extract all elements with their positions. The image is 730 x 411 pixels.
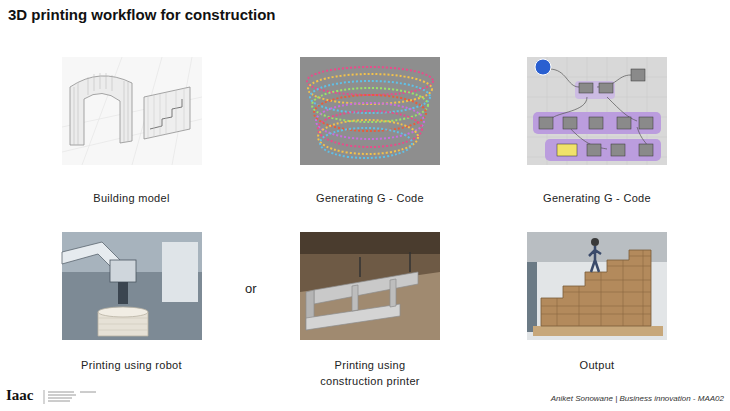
workflow-step: Building model [52, 57, 212, 206]
workflow-step: Printing using robot [52, 232, 212, 373]
grasshopper-image [527, 57, 667, 165]
image-ground [527, 57, 667, 165]
image-ground [300, 232, 440, 340]
step-caption: Printing using robot [52, 357, 212, 373]
image-ground [300, 57, 440, 165]
image-ground [62, 57, 202, 165]
workflow-step: Generating G - Code [290, 57, 450, 206]
component [631, 69, 645, 81]
slide-title: 3D printing workflow for construction [8, 6, 276, 23]
component [599, 83, 613, 93]
group-highlight [545, 139, 661, 161]
image-ground [62, 232, 202, 340]
toolpath [310, 81, 430, 113]
group-highlight [575, 81, 615, 99]
output-image [527, 232, 667, 340]
step-caption: Building model [52, 190, 212, 206]
connector-word: or [245, 281, 257, 296]
component [563, 117, 577, 129]
component [617, 117, 631, 129]
toolpath [320, 128, 412, 158]
toolpath [318, 120, 418, 154]
component [587, 144, 601, 156]
perspective-grid [62, 57, 202, 165]
construction-printer-image [300, 232, 440, 340]
logo-text: Iaac [6, 387, 34, 404]
component [579, 83, 593, 93]
printed-object-top [98, 307, 148, 317]
step-caption: Generating G - Code [290, 190, 450, 206]
logo-small-print [48, 392, 96, 401]
workflow-step: Generating G - Code [517, 57, 677, 206]
robot-wrist [110, 260, 136, 282]
component [539, 117, 553, 129]
layer-lines [74, 73, 128, 145]
image-ground [527, 232, 667, 340]
machine [162, 242, 198, 302]
step-caption: Printing using construction printer [311, 357, 429, 389]
wires [549, 69, 649, 149]
person-body [589, 246, 601, 272]
person-head [591, 238, 599, 246]
printed-wall [352, 285, 358, 311]
group-highlight [533, 112, 661, 134]
printed-wall [314, 272, 418, 304]
machine [527, 262, 537, 332]
print-layers [98, 318, 148, 330]
component [639, 144, 653, 156]
component [639, 117, 653, 129]
workflow-step: Output [517, 232, 677, 373]
panel-component [557, 144, 577, 156]
building-model-image [62, 57, 202, 165]
printer-frame [360, 252, 410, 277]
logo-divider [44, 390, 45, 404]
extruder [118, 282, 128, 304]
component [589, 117, 603, 129]
canvas-grid [527, 57, 667, 165]
gcode-ring-image [300, 57, 440, 165]
background [300, 232, 440, 254]
input-slider [535, 59, 551, 75]
pallet [533, 326, 663, 336]
step-caption: Output [517, 357, 677, 373]
workflow-step: Printing using construction printer [311, 232, 429, 389]
toolpath [307, 67, 433, 95]
printed-wall [390, 279, 396, 307]
layer-lines [148, 88, 184, 139]
floor [300, 272, 440, 340]
robot-image [62, 232, 202, 340]
arch-wall [70, 76, 132, 145]
step-caption: Generating G - Code [517, 190, 677, 206]
block-wall [144, 87, 190, 139]
component [611, 144, 625, 156]
author-credit: Aniket Sonowane | Business innovation - … [551, 394, 724, 403]
